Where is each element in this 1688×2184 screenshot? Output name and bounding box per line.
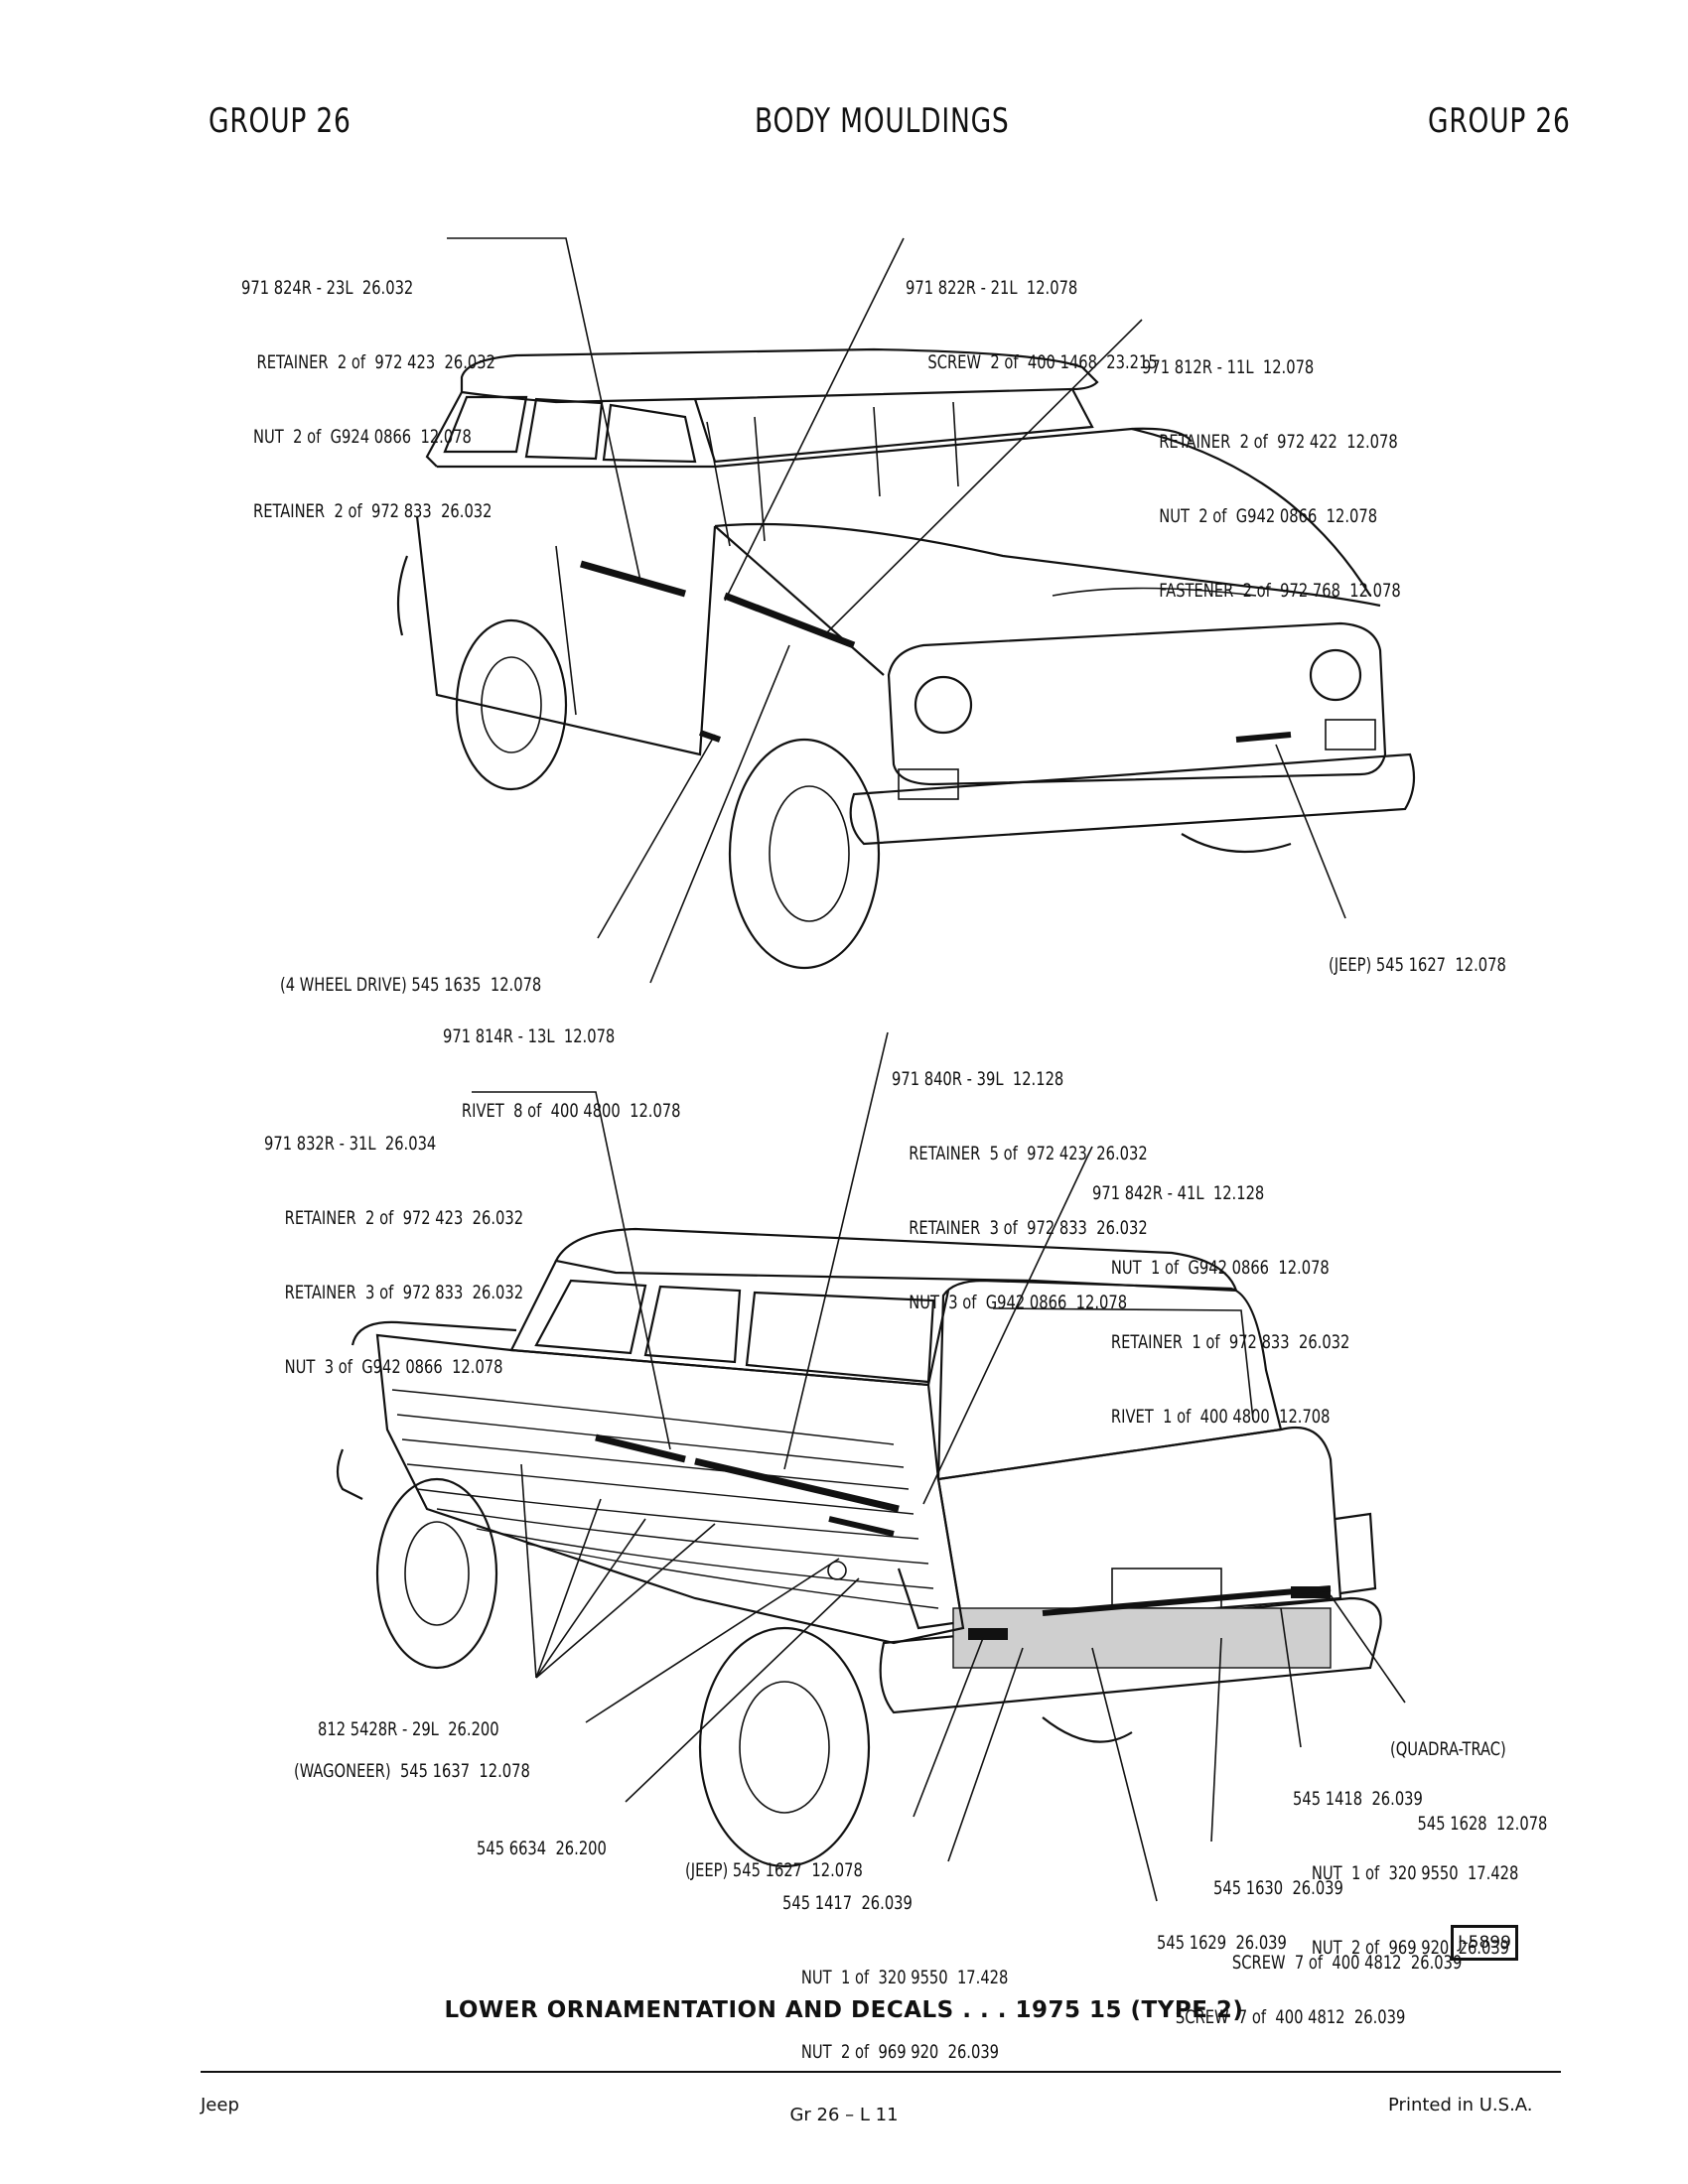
callout-545-1418: 545 1418 26.039 NUT 1 of 320 9550 17.428…	[1293, 1788, 1519, 1959]
callout-545-1417: 545 1417 26.039 NUT 1 of 320 9550 17.428…	[782, 1892, 1009, 2063]
callout-812-5428: 812 5428R - 29L 26.200	[318, 1718, 499, 1740]
header-group-right: GROUP 26	[1428, 101, 1571, 141]
callout-545-1629: 545 1629 26.039 SCREW 7 of 400 4812 26.0…	[1157, 1932, 1406, 2028]
top-vehicle-drawing	[396, 347, 1416, 970]
footer-rule	[201, 2071, 1561, 2073]
callout-971-832: 971 832R - 31L 26.034 RETAINER 2 of 972 …	[264, 1133, 524, 1378]
header-title: BODY MOULDINGS	[755, 101, 1010, 141]
callout-545-1630: 545 1630 26.039 SCREW 7 of 400 4812 26.0…	[1213, 1877, 1463, 1974]
callout-971-842: 971 842R - 41L 12.128 NUT 1 of G942 0866…	[1092, 1182, 1350, 1428]
callout-jeep-front: (JEEP) 545 1627 12.078	[1329, 954, 1506, 976]
figure-number-box: J-5899	[1451, 1925, 1518, 1961]
callout-wagoneer: (WAGONEER) 545 1637 12.078	[294, 1760, 530, 1782]
callout-545-6634: 545 6634 26.200	[477, 1838, 607, 1859]
callout-971-822: 971 822R - 21L 12.078 SCREW 2 of 400 146…	[906, 277, 1158, 373]
callout-jeep-rear: (JEEP) 545 1627 12.078	[685, 1859, 863, 1881]
callout-4-wheel-drive: (4 WHEEL DRIVE) 545 1635 12.078	[280, 974, 542, 996]
callout-971-812: 971 812R - 11L 12.078 RETAINER 2 of 972 …	[1142, 356, 1401, 602]
footer-page-ref: Gr 26 – L 11	[789, 2105, 899, 2125]
footer-brand: Jeep	[201, 2095, 239, 2116]
footer-printed: Printed in U.S.A.	[1388, 2095, 1533, 2116]
callout-971-840: 971 840R - 39L 12.128 RETAINER 5 of 972 …	[892, 1068, 1148, 1313]
bottom-vehicle-drawing	[336, 1227, 1382, 1868]
callout-quadra-trac: (QUADRA-TRAC) 545 1628 12.078	[1390, 1738, 1548, 1835]
callout-971-824: 971 824R - 23L 26.032 RETAINER 2 of 972 …	[241, 277, 495, 522]
figure-caption: LOWER ORNAMENTATION AND DECALS . . . 197…	[444, 1997, 1244, 2023]
callout-971-814: 971 814R - 13L 12.078 RIVET 8 of 400 480…	[443, 1025, 681, 1122]
leader-lines	[447, 237, 1406, 1902]
header-group-left: GROUP 26	[209, 101, 352, 141]
